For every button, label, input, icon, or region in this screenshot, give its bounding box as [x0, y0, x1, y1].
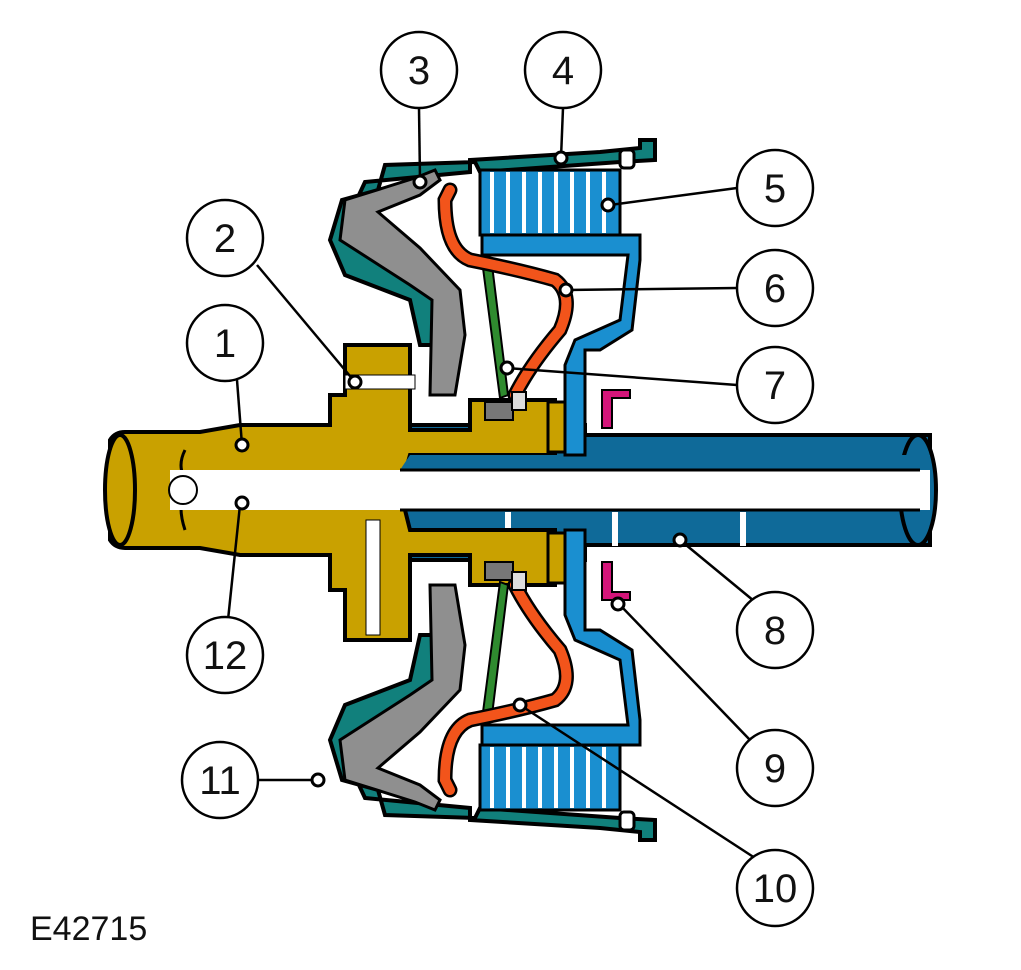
callout-10: 10 — [735, 848, 815, 928]
callout-6: 6 — [735, 248, 815, 328]
callout-7-label: 7 — [764, 364, 786, 408]
callout-5-label: 5 — [764, 167, 786, 211]
callout-1: 1 — [185, 303, 265, 383]
piston — [338, 168, 467, 812]
leader-dots — [234, 150, 688, 788]
oil-seal — [601, 389, 631, 601]
clutch-pack-bottom — [478, 743, 622, 812]
callout-9-label: 9 — [764, 747, 786, 791]
callout-8: 8 — [735, 590, 815, 670]
callout-8-label: 8 — [764, 609, 786, 653]
callout-5: 5 — [735, 148, 815, 228]
clutch-housing — [480, 233, 642, 747]
leader-lines — [226, 107, 756, 860]
callout-6-label: 6 — [764, 267, 786, 311]
central-bore — [170, 470, 405, 510]
callout-3-label: 3 — [408, 49, 430, 93]
callout-11-label: 11 — [199, 759, 241, 803]
callout-1-label: 1 — [214, 322, 236, 366]
clutch-pack-top — [478, 168, 622, 237]
figure-id: E42715 — [30, 910, 148, 948]
callout-9: 9 — [735, 728, 815, 808]
outer-drum — [327, 138, 657, 842]
callout-12: 12 — [185, 615, 265, 695]
callout-2-label: 2 — [214, 217, 236, 261]
callout-12-label: 12 — [203, 634, 248, 678]
callout-4: 4 — [523, 30, 603, 110]
callout-3: 3 — [379, 30, 459, 110]
callout-2: 2 — [185, 198, 265, 278]
callout-4-label: 4 — [552, 49, 574, 93]
callout-11: 11 — [180, 740, 260, 820]
snap-ring-top — [618, 148, 636, 170]
callout-7: 7 — [735, 345, 815, 425]
callout-10-label: 10 — [753, 867, 798, 911]
snap-ring-bottom — [618, 810, 636, 832]
